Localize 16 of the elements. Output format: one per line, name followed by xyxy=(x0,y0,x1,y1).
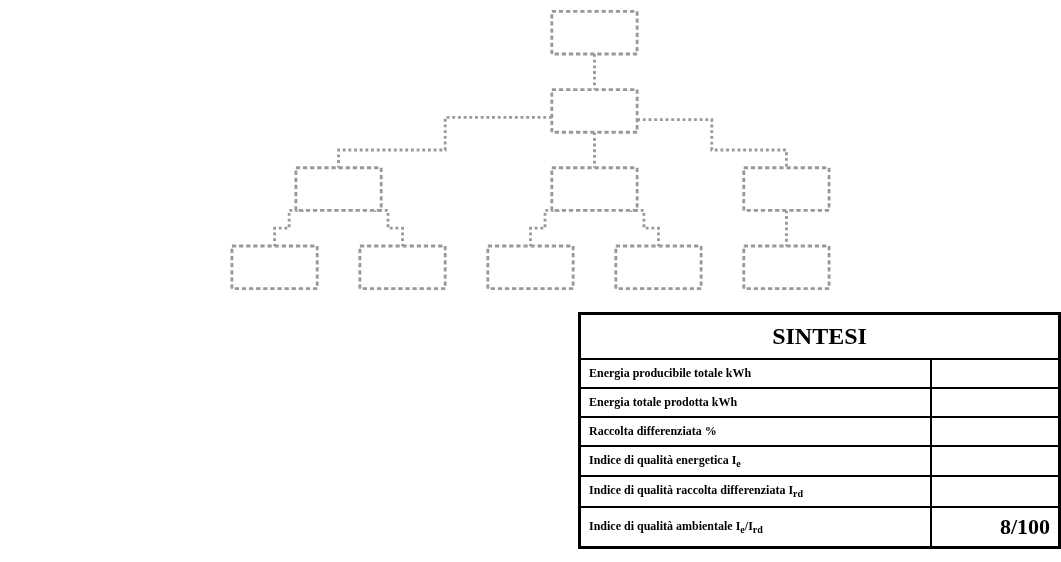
node-box xyxy=(550,9,639,56)
node-box xyxy=(230,244,319,291)
node-box xyxy=(742,244,831,291)
node-box xyxy=(358,244,447,291)
node-box xyxy=(614,244,703,291)
table-cell: Energia producibile totale kWh xyxy=(579,359,931,388)
node-box xyxy=(486,244,575,291)
table-cell: Indice di qualità energetica I$_{e}$ xyxy=(579,446,931,477)
node-box xyxy=(550,166,639,212)
node-box xyxy=(550,88,639,134)
table-cell: Indice di qualità raccolta differenziata I$_{rd}$ xyxy=(579,476,931,507)
node-box xyxy=(742,166,831,212)
node-box xyxy=(294,166,383,212)
table-cell: Raccolta differenziata % xyxy=(579,417,931,446)
connector xyxy=(637,118,788,170)
table-cell: Energia totale prodotta kWh xyxy=(579,388,931,417)
